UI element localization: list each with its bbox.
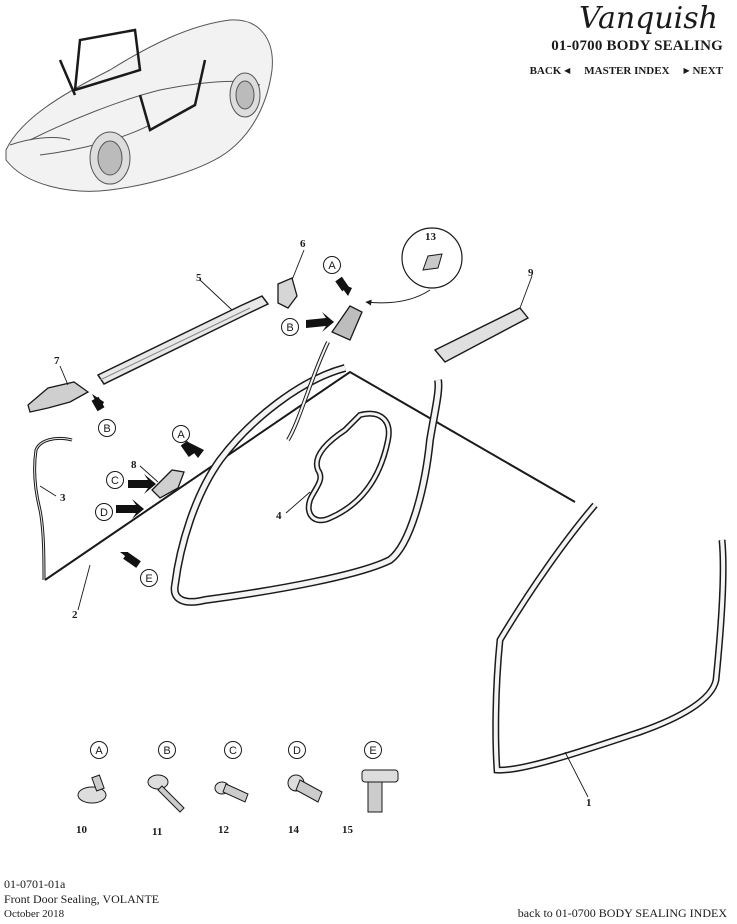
back-to-index-link[interactable]: back to 01-0700 BODY SEALING INDEX bbox=[517, 906, 727, 920]
diagram-callouts: A B B A C D E bbox=[95, 256, 341, 587]
callout-d: D bbox=[100, 507, 108, 519]
nav-bar: BACK ◀ MASTER INDEX ▶ NEXT bbox=[530, 65, 723, 77]
callout-b-left: B bbox=[103, 423, 110, 435]
back-link[interactable]: BACK ◀ bbox=[530, 65, 571, 77]
part-1-body-seal bbox=[492, 502, 727, 774]
brand-logo: Vanquish bbox=[513, 1, 723, 41]
car-locator-image bbox=[5, 19, 273, 192]
footer-info: 01-0701-01a Front Door Sealing, VOLANTE … bbox=[4, 877, 159, 922]
triangle-left-icon: ◀ bbox=[564, 66, 571, 75]
part-13-inset bbox=[365, 227, 463, 306]
door-frame-seal bbox=[170, 341, 443, 606]
legend-letter-b: B bbox=[163, 745, 170, 757]
legend-part-11: 11 bbox=[152, 826, 162, 838]
callout-b-upper: B bbox=[286, 322, 293, 334]
page-date: October 2018 bbox=[4, 908, 65, 920]
part-3-seal bbox=[33, 436, 73, 581]
part-4-seal-loop bbox=[305, 410, 392, 524]
back-label: BACK bbox=[529, 65, 562, 77]
legend-letter-d: D bbox=[293, 745, 301, 757]
part-5-strip bbox=[96, 295, 270, 385]
master-index-link[interactable]: MASTER INDEX bbox=[584, 65, 670, 77]
next-link[interactable]: ▶ NEXT bbox=[684, 65, 723, 77]
section-title: 01-0700 BODY SEALING bbox=[551, 38, 723, 54]
fastener-12-icon bbox=[214, 781, 249, 803]
callout-arrows bbox=[91, 276, 352, 568]
svg-text:Vanquish: Vanquish bbox=[579, 2, 718, 36]
part-label-7: 7 bbox=[54, 355, 60, 367]
legend-letter-a: A bbox=[95, 745, 103, 757]
triangle-right-icon: ▶ bbox=[683, 66, 690, 75]
part-labels: 1 2 3 4 5 6 7 8 9 13 bbox=[54, 231, 592, 809]
part-label-4: 4 bbox=[276, 510, 282, 522]
part-label-8: 8 bbox=[131, 459, 137, 471]
page-title: Front Door Sealing, VOLANTE bbox=[4, 892, 160, 906]
vanquish-logotype: Vanquish bbox=[579, 1, 718, 36]
fastener-10-icon bbox=[77, 774, 107, 804]
part-label-2: 2 bbox=[72, 609, 78, 621]
legend-letter-c: C bbox=[229, 745, 237, 757]
fastener-15-icon bbox=[361, 769, 399, 813]
legend-part-15: 15 bbox=[342, 824, 354, 836]
legend-letter-e: E bbox=[369, 745, 376, 757]
fastener-14-icon bbox=[287, 774, 323, 803]
page-code: 01-0701-01a bbox=[4, 877, 66, 891]
callout-a-upper: A bbox=[328, 260, 336, 272]
part-9-strip bbox=[433, 307, 530, 363]
fastener-11-icon bbox=[147, 774, 185, 813]
part-2-strip bbox=[44, 370, 576, 581]
part-label-1: 1 bbox=[586, 797, 592, 809]
upper-clip-part bbox=[331, 305, 363, 341]
callout-a-lower: A bbox=[177, 429, 185, 441]
part-label-6: 6 bbox=[300, 238, 306, 250]
part-label-5: 5 bbox=[196, 272, 202, 284]
part-label-9: 9 bbox=[528, 267, 534, 279]
part-label-13: 13 bbox=[425, 231, 437, 243]
part-8-clip bbox=[151, 469, 185, 499]
next-label: NEXT bbox=[692, 65, 723, 77]
leader-lines bbox=[39, 249, 589, 798]
part-6-bracket bbox=[277, 277, 298, 309]
part-label-3: 3 bbox=[60, 492, 66, 504]
part-7-bracket bbox=[27, 381, 90, 413]
legend-part-12: 12 bbox=[218, 824, 230, 836]
legend-part-14: 14 bbox=[288, 824, 300, 836]
callout-e: E bbox=[145, 573, 152, 585]
fastener-legend: A 10 B 11 C 12 D 14 E bbox=[76, 741, 399, 838]
callout-c: C bbox=[111, 475, 119, 487]
legend-part-10: 10 bbox=[76, 824, 88, 836]
